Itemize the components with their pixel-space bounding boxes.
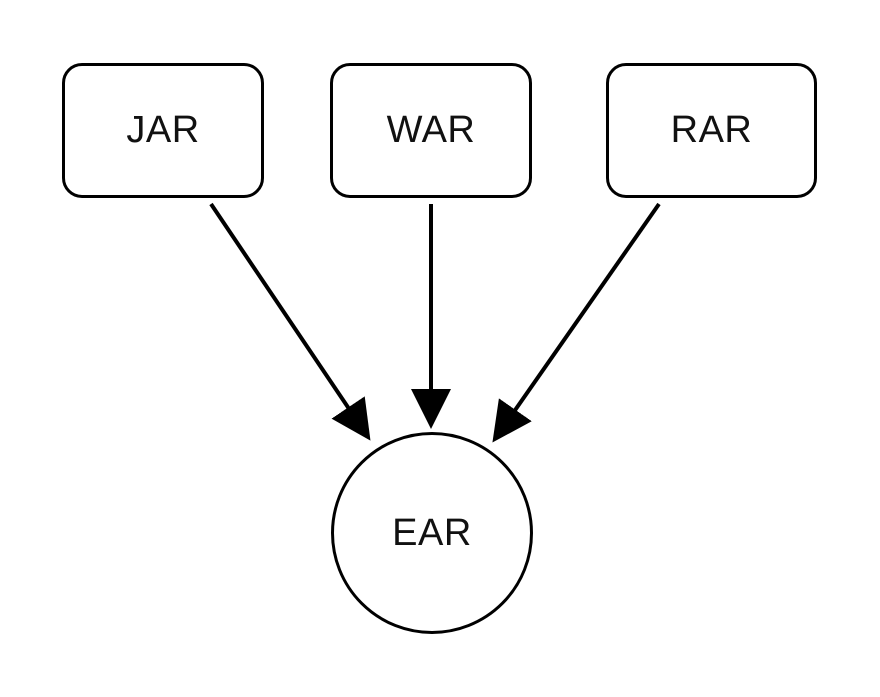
node-rar: RAR [606, 63, 817, 198]
node-jar-label: JAR [126, 109, 200, 151]
node-jar: JAR [62, 63, 264, 198]
node-war: WAR [330, 63, 532, 198]
node-war-label: WAR [386, 109, 476, 151]
node-rar-label: RAR [670, 109, 753, 151]
node-ear: EAR [331, 432, 533, 634]
edge-jar-to-ear [209, 202, 371, 441]
node-ear-label: EAR [392, 511, 472, 554]
edge-rar-to-ear [492, 202, 661, 443]
